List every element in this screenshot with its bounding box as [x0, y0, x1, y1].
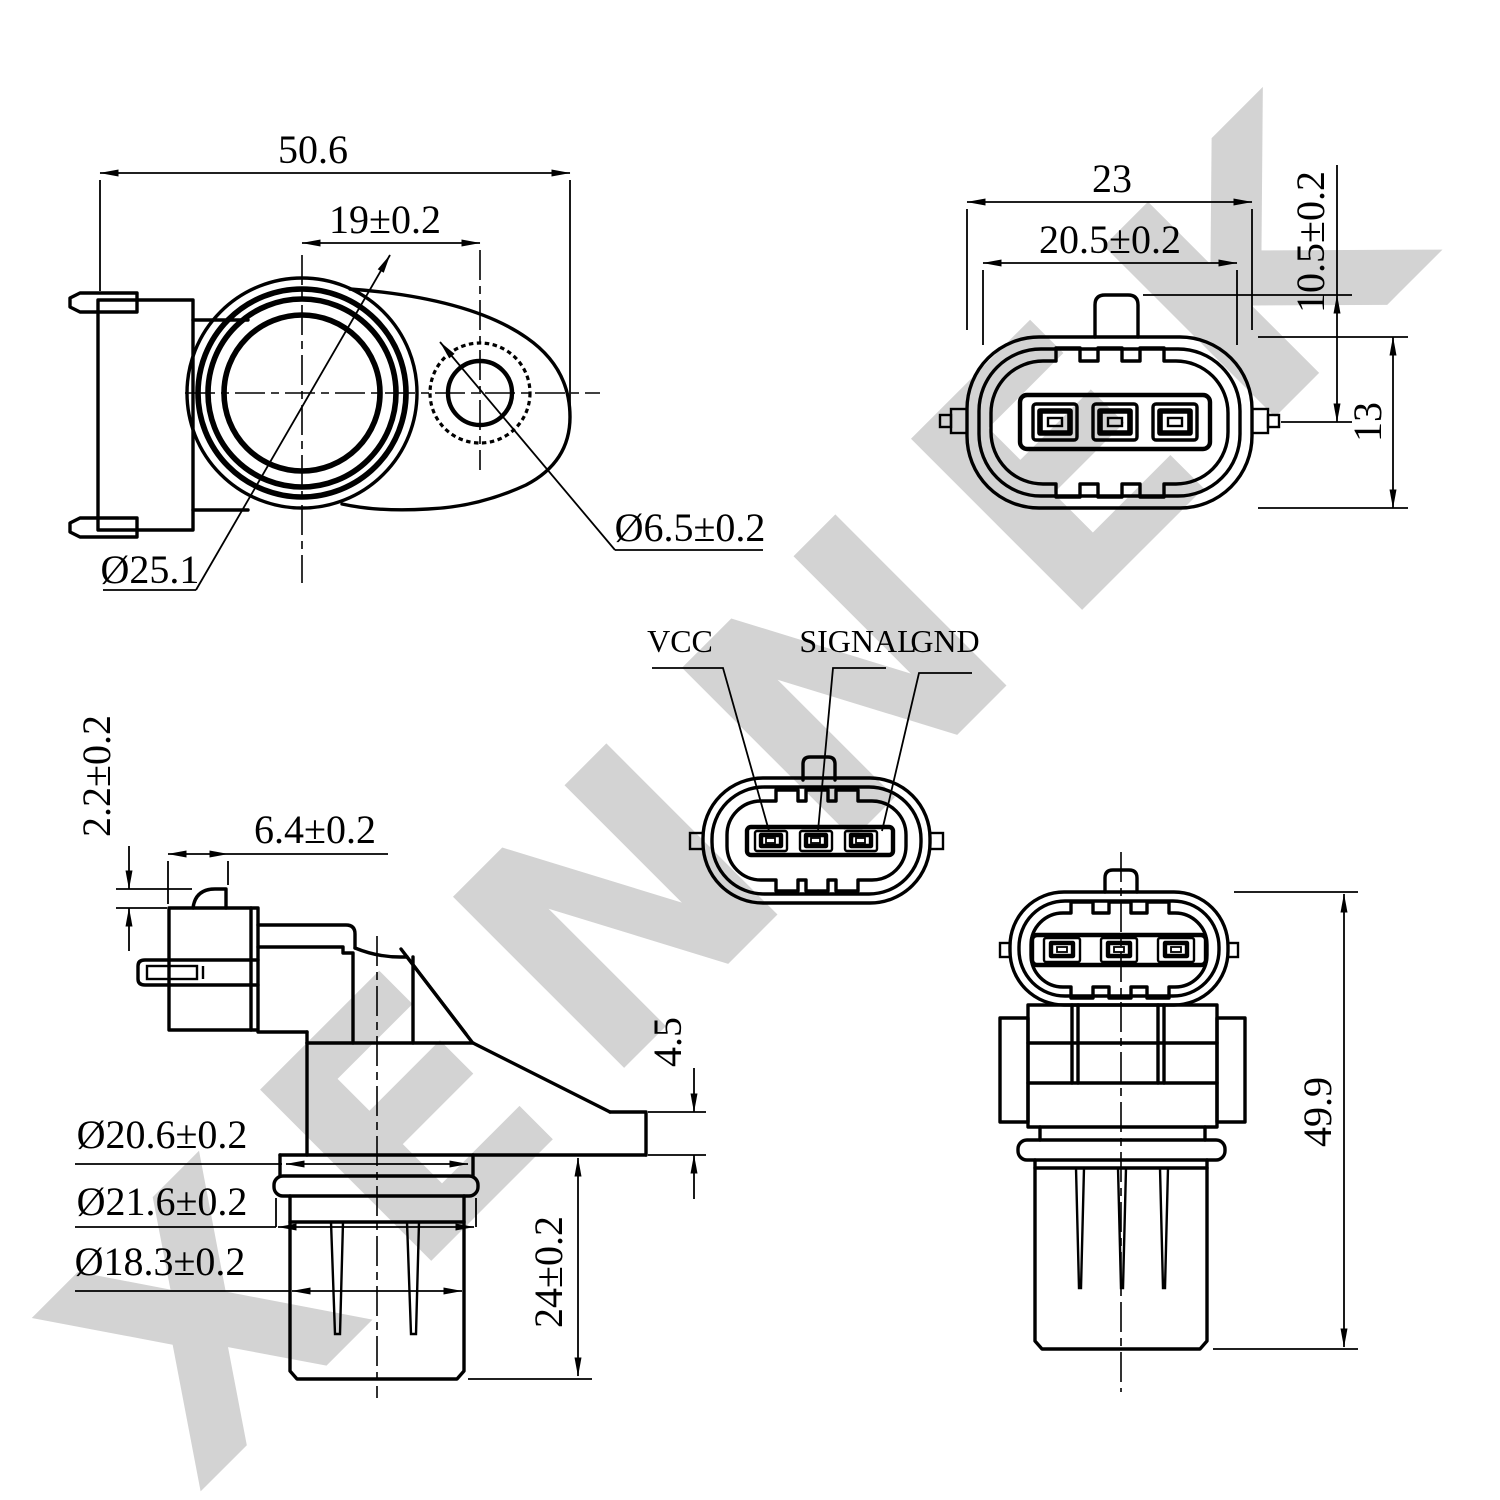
- mounting-flange: [340, 287, 572, 512]
- castellated-ring-small: [725, 788, 908, 893]
- front-pin-1: [1074, 1167, 1086, 1290]
- oring: [272, 1174, 480, 1198]
- front-pin-3: [1158, 1167, 1170, 1290]
- front-body: [998, 1003, 1247, 1129]
- dim-tip-diameter-label: Ø18.3±0.2: [75, 1239, 246, 1284]
- dim-overall-height: 49.9: [1213, 891, 1358, 1350]
- dim-oring-diameter-label: Ø21.6±0.2: [77, 1179, 248, 1224]
- dim-hole-diameter: Ø6.5±0.2: [439, 341, 766, 551]
- castellated-ring: [989, 346, 1230, 499]
- pin-block-face: [1017, 392, 1213, 452]
- side-barrel: [272, 936, 480, 1398]
- pinout-latch-tab: [801, 755, 837, 782]
- side-body-profile: [256, 923, 648, 1157]
- pin-label-vcc: VCC: [647, 623, 713, 659]
- view-side: 2.2±0.2 6.4±0.2: [74, 715, 706, 1398]
- dim-probe-depth-label: 24±0.2: [526, 1216, 571, 1328]
- side-pin-1: [329, 1221, 345, 1336]
- dim-oring-diameter: Ø21.6±0.2: [75, 1179, 477, 1231]
- dim-collar-diameter: Ø20.6±0.2: [75, 1112, 469, 1168]
- dim-tab-offset-label: 10.5±0.2: [1288, 171, 1333, 313]
- dim-latch-width-label: 6.4±0.2: [254, 807, 376, 852]
- dim-connector-height: 13: [1258, 336, 1408, 509]
- dim-connector-inner-width-label: 20.5±0.2: [1039, 217, 1181, 262]
- sensor-connector-top: [68, 291, 250, 539]
- dim-overall-width-label: 50.6: [278, 127, 348, 172]
- dim-body-diameter: Ø25.1: [101, 254, 391, 592]
- front-connector: [998, 868, 1240, 1007]
- dim-flange-thickness: 4.5: [645, 1017, 706, 1199]
- front-barrel: [1016, 852, 1227, 1392]
- dim-connector-inner-width: 20.5±0.2: [982, 217, 1238, 345]
- terminal-blade: [136, 958, 260, 987]
- dim-tip-diameter: Ø18.3±0.2: [75, 1239, 463, 1295]
- front-wing-left: [998, 1016, 1030, 1124]
- pin-block-pinout: [744, 824, 896, 858]
- pinout-connector-body: [688, 755, 945, 905]
- pin-label-signal: SIGNAL: [799, 623, 916, 659]
- dim-latch-height: 2.2±0.2: [74, 715, 192, 951]
- dim-connector-width-label: 23: [1092, 156, 1132, 201]
- dim-connector-width: 23: [966, 156, 1253, 330]
- dim-flange-thickness-label: 4.5: [645, 1017, 690, 1067]
- side-connector-housing: [136, 887, 260, 1032]
- dim-hole-diameter-label: Ø6.5±0.2: [615, 505, 766, 550]
- dim-overall-width: 50.6: [99, 127, 571, 408]
- dim-hole-offset: 19±0.2: [301, 197, 481, 247]
- dim-body-diameter-label: Ø25.1: [101, 547, 200, 592]
- dim-collar-diameter-label: Ø20.6±0.2: [77, 1112, 248, 1157]
- front-pin-2: [1116, 1167, 1128, 1290]
- dim-probe-depth: 24±0.2: [468, 1157, 592, 1380]
- view-front: 49.9: [998, 852, 1358, 1392]
- connector-latch-tab: [1093, 293, 1140, 339]
- dim-tab-offset: 10.5±0.2: [1143, 165, 1352, 423]
- pin-label-gnd: GND: [910, 623, 979, 659]
- connector-face-body: [938, 293, 1281, 510]
- side-pin-2: [405, 1221, 421, 1336]
- side-latch-dome: [191, 887, 228, 910]
- view-connector-face: 23 20.5±0.2: [938, 156, 1408, 510]
- dim-latch-height-label: 2.2±0.2: [74, 715, 119, 837]
- front-wing-right: [1215, 1016, 1247, 1124]
- dim-hole-offset-label: 19±0.2: [329, 197, 441, 242]
- dim-overall-height-label: 49.9: [1295, 1077, 1340, 1147]
- centerlines-top-view: [185, 250, 600, 583]
- view-top: 50.6 19±0.2: [68, 127, 766, 592]
- dim-connector-height-label: 13: [1345, 402, 1390, 442]
- view-pinout: VCC SIGNAL GND: [647, 623, 980, 905]
- dim-latch-width: 6.4±0.2: [167, 807, 388, 904]
